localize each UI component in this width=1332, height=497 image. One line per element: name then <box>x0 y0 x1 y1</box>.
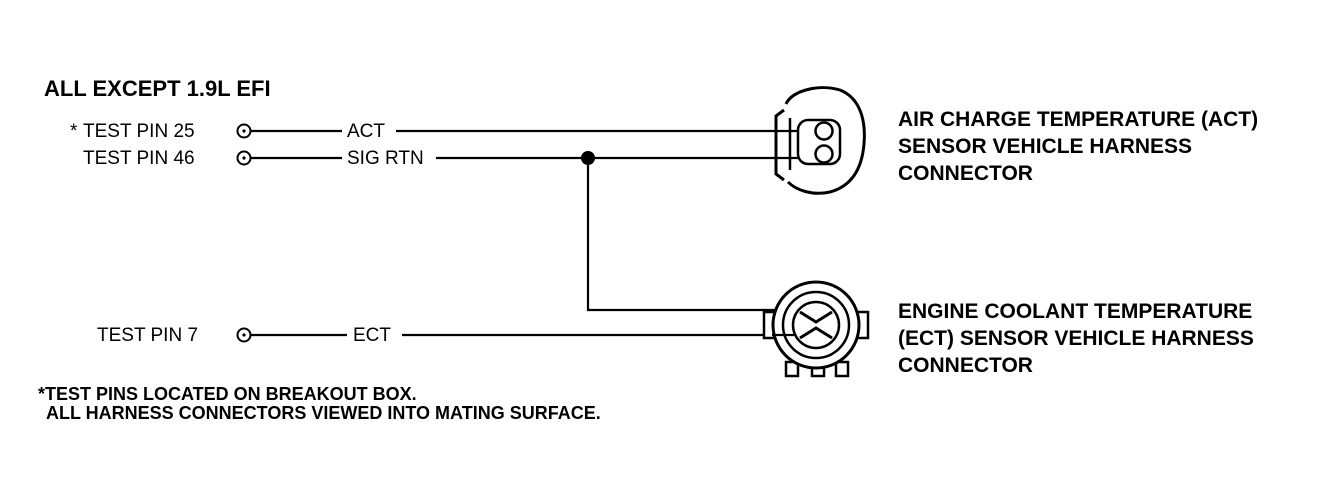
act-wire-label: ACT <box>347 121 385 142</box>
sig-rtn-wire-label: SIG RTN <box>347 148 424 169</box>
pin-25-marker: * <box>70 121 78 142</box>
pin-7-terminal <box>236 327 252 343</box>
pin-46-terminal <box>236 150 252 166</box>
pin-7-label: TEST PIN 7 <box>97 325 198 346</box>
pin-25-label: TEST PIN 25 <box>83 121 195 142</box>
act-connector-label-line2: SENSOR VEHICLE HARNESS <box>898 135 1192 158</box>
ect-wire-label: ECT <box>353 325 391 346</box>
act-connector-label-line3: CONNECTOR <box>898 162 1033 185</box>
ect-connector-label-line2: (ECT) SENSOR VEHICLE HARNESS <box>898 327 1254 350</box>
sig-rtn-branch-wire <box>586 158 780 312</box>
splice-junction-dot <box>581 151 595 165</box>
ect-connector-label-line1: ENGINE COOLANT TEMPERATURE <box>898 300 1252 323</box>
footnote-line1: *TEST PINS LOCATED ON BREAKOUT BOX. <box>38 384 417 404</box>
act-connector-icon <box>774 86 866 195</box>
ect-connector-icon <box>762 280 870 378</box>
footnote-line2: ALL HARNESS CONNECTORS VIEWED INTO MATIN… <box>46 403 601 423</box>
pin-46-label: TEST PIN 46 <box>83 148 195 169</box>
ect-connector-label-line3: CONNECTOR <box>898 354 1033 377</box>
act-connector-label-line1: AIR CHARGE TEMPERATURE (ACT) <box>898 108 1258 131</box>
pin-25-terminal <box>236 123 252 139</box>
diagram-title: ALL EXCEPT 1.9L EFI <box>44 76 271 101</box>
